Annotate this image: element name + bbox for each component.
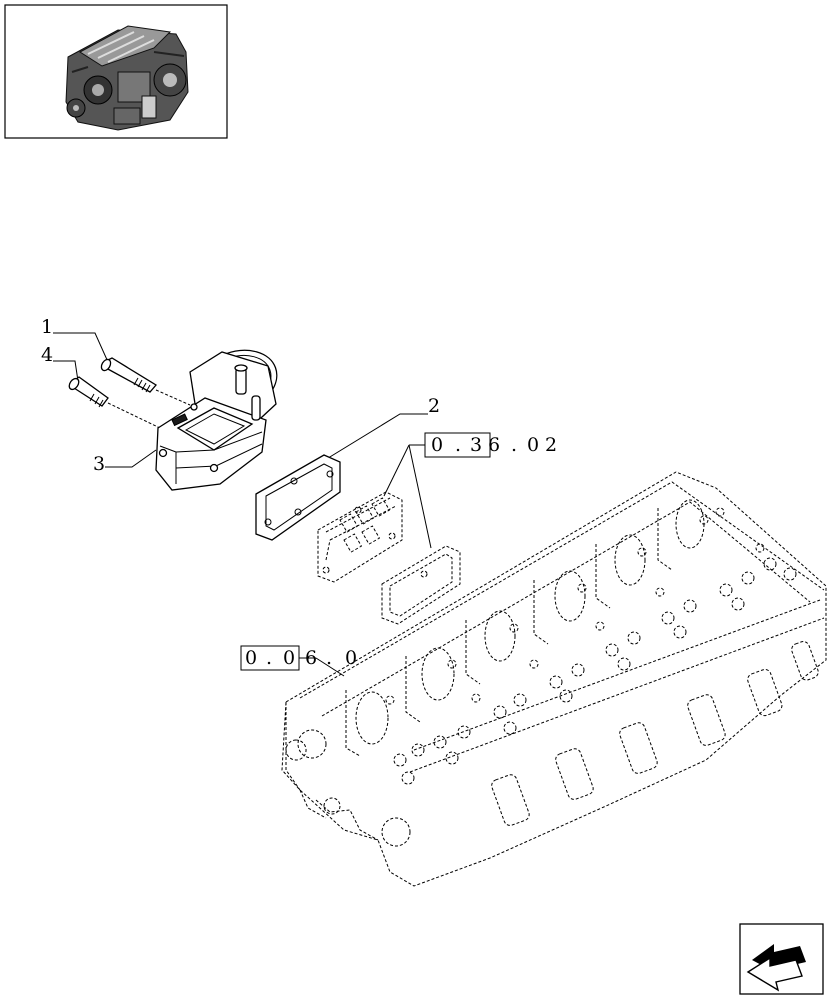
deck-holes [385, 507, 765, 705]
engine-thumbnail-icon[interactable] [4, 4, 228, 139]
reference-0-06-0[interactable]: 0 . 0 6 . 0 [240, 645, 357, 677]
callout-1[interactable]: 1 [41, 316, 109, 363]
valve-bores [393, 557, 797, 785]
intake-ports [355, 499, 705, 745]
callout-2[interactable]: 2 [319, 395, 440, 464]
ref-0-36-02-char-0: 0 [431, 434, 443, 456]
callout-1-label: 1 [41, 316, 53, 338]
ref-0-36-02-char-1: . [455, 434, 461, 456]
cylinder-head-dashed [281, 471, 827, 887]
ref-0-06-0-char-4: . [326, 647, 332, 669]
callout-2-label: 2 [428, 395, 440, 417]
ref-0-36-02-char-5: 0 [527, 434, 539, 456]
exhaust-ports [491, 641, 819, 826]
callout-4-label: 4 [41, 344, 53, 366]
ref-0-06-0-char-1: . [266, 647, 272, 669]
ref-0-36-02-char-3: 6 [488, 434, 500, 456]
intake-heater-housing [155, 349, 278, 491]
gasket [255, 454, 341, 541]
bolt-short [68, 376, 109, 408]
reference-0-36-02[interactable]: 0 . 3 6 . 0 2 [383, 432, 557, 549]
ref-0-06-0-char-0: 0 [245, 647, 257, 669]
ref-0-06-0-char-5: 0 [345, 647, 357, 669]
ref-0-36-02-char-6: 2 [545, 434, 557, 456]
callout-3-label: 3 [93, 453, 105, 475]
ref-0-36-02-char-4: . [511, 434, 517, 456]
callout-3[interactable]: 3 [93, 449, 157, 475]
heater-cover-dashed [317, 491, 403, 583]
ref-0-06-0-char-2: 0 [283, 647, 295, 669]
ref-0-36-02-char-2: 3 [470, 434, 482, 456]
callout-4[interactable]: 4 [41, 344, 79, 382]
bolt-long [100, 357, 157, 393]
gasket-dashed [381, 545, 461, 625]
previous-page-arrow-icon[interactable] [739, 923, 824, 995]
